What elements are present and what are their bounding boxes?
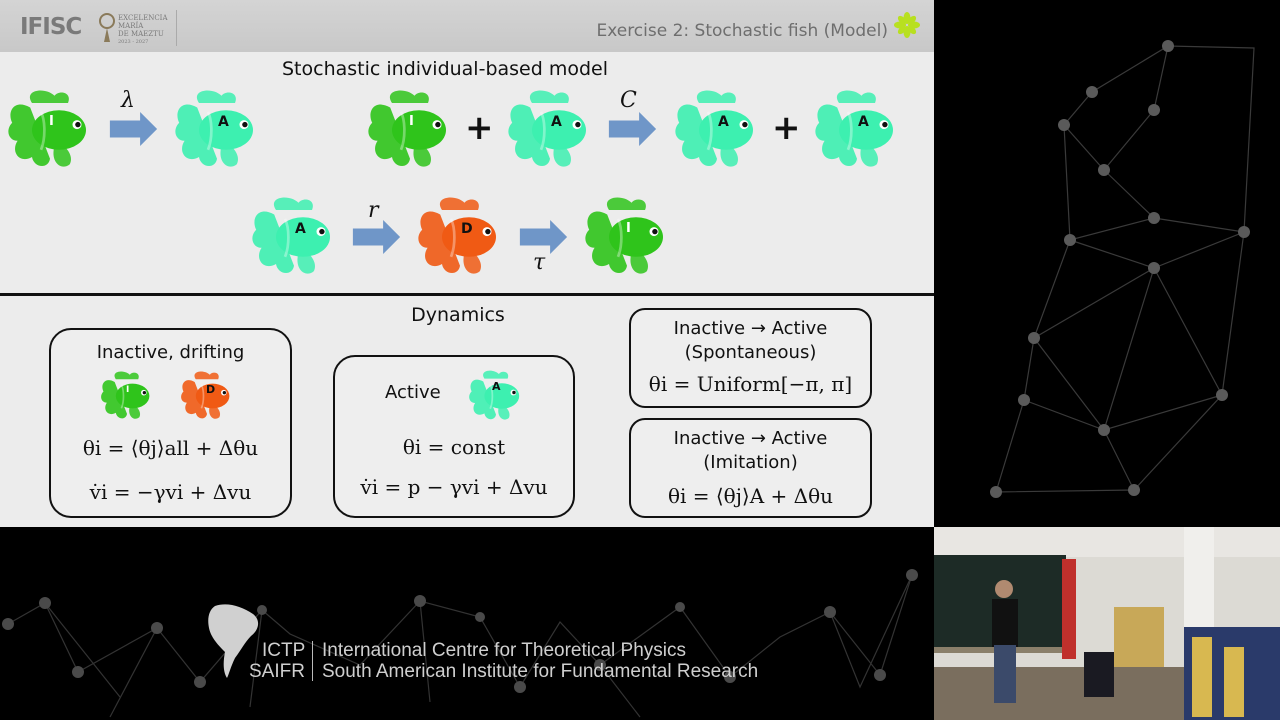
spontaneous-box: Inactive → Active (Spontaneous) θi = Uni…: [629, 308, 872, 408]
maeztu-logo: EXCELENCIA MARÍA DE MAEZTU 2023 - 2027: [118, 14, 168, 45]
footer-divider: [312, 641, 313, 681]
velocity-equation: v̇i = p − γvi + Δvu: [360, 475, 548, 499]
network-background: [990, 40, 1255, 498]
active-box: Active A θi = const v̇i = p − γvi + Δvu: [333, 355, 575, 518]
velocity-equation: v̇i = −γvi + Δvu: [89, 480, 252, 504]
slide: IFISC EXCELENCIA MARÍA DE MAEZTU 2023 - …: [0, 0, 934, 527]
lecture-room-image: [934, 527, 1280, 720]
plus-sign: +: [772, 108, 801, 148]
arrow-icon: [109, 112, 158, 146]
maeztu-seal-icon: [99, 13, 115, 42]
logo-divider: [176, 10, 177, 46]
section-divider: [0, 293, 934, 296]
slide-header: IFISC EXCELENCIA MARÍA DE MAEZTU 2023 - …: [0, 0, 934, 52]
theta-equation: θi = ⟨θj⟩A + Δθu: [667, 484, 834, 508]
ictp-short: ICTP: [262, 640, 306, 661]
spontaneous-label: Inactive → Active: [673, 318, 828, 339]
webcam-video: [934, 527, 1280, 720]
active-fish-icon: A: [672, 84, 762, 176]
imitation-box: Inactive → Active (Imitation) θi = ⟨θj⟩A…: [629, 418, 872, 518]
saifr-short: SAIFR: [249, 661, 305, 682]
ictp-name: International Centre for Theoretical Phy…: [322, 640, 686, 661]
theta-equation: θi = ⟨θj⟩all + Δθu: [82, 436, 259, 460]
inactive-drifting-label: Inactive, drifting: [96, 342, 245, 363]
theta-equation: θi = const: [402, 435, 506, 459]
active-fish-icon: A: [249, 191, 339, 283]
active-fish-icon: A: [812, 84, 902, 176]
imitation-label: Inactive → Active: [673, 428, 828, 449]
model-title: Stochastic individual-based model: [282, 58, 608, 80]
slide-title: Exercise 2: Stochastic fish (Model): [596, 21, 888, 41]
inactive-fish-icon: I: [5, 84, 95, 176]
theta-equation: θi = Uniform[−π, π]: [648, 372, 853, 396]
inactive-drifting-box: Inactive, drifting I D θi = ⟨θj⟩all + Δθ…: [49, 328, 292, 518]
arrow-icon: [519, 220, 568, 254]
active-fish-icon: A: [172, 84, 262, 176]
rate-lambda: λ: [121, 88, 135, 113]
inactive-fish-icon: I: [99, 368, 155, 424]
rate-r: r: [368, 198, 379, 223]
asterisk-icon: [894, 12, 920, 38]
active-label: Active: [385, 382, 441, 403]
dead-fish-icon: D: [415, 191, 505, 283]
imitation-sublabel: (Imitation): [703, 452, 798, 473]
south-america-icon: [208, 604, 259, 678]
spontaneous-sublabel: (Spontaneous): [684, 342, 817, 363]
active-fish-icon: A: [467, 367, 525, 425]
inactive-fish-icon: I: [365, 84, 455, 176]
inactive-fish-icon: I: [582, 191, 672, 283]
plus-sign: +: [465, 108, 494, 148]
arrow-icon: [352, 220, 401, 254]
rate-c: C: [620, 88, 637, 113]
ifisc-logo: IFISC: [20, 14, 82, 40]
dynamics-title: Dynamics: [411, 304, 505, 326]
active-fish-icon: A: [505, 84, 595, 176]
saifr-name: South American Institute for Fundamental…: [322, 661, 759, 682]
rate-tau: τ: [533, 250, 546, 275]
arrow-icon: [608, 112, 657, 146]
dead-fish-icon: D: [179, 368, 235, 424]
footer-network: [2, 569, 918, 718]
